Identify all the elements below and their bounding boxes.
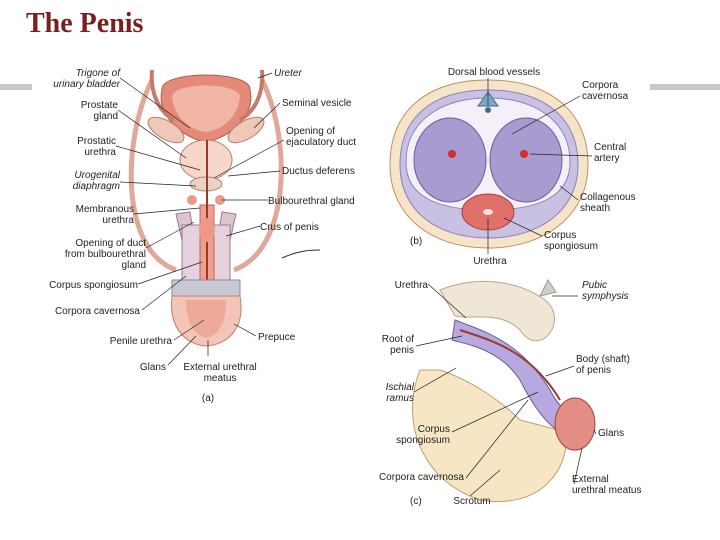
label-prepuce: Prepuce <box>258 332 296 343</box>
panel-a-illustration <box>128 69 284 347</box>
label-ureter: Ureter <box>274 68 302 79</box>
label-glans: Glans <box>598 428 624 439</box>
label-letter: (c) <box>410 496 422 507</box>
label-bulbourethral: Bulbourethral gland <box>268 196 355 207</box>
panel-c-illustration <box>412 279 596 502</box>
slide-title: The Penis <box>26 8 144 39</box>
panel-a-leader-lines <box>115 72 285 366</box>
label-corpora-cavernosa: Corpora cavernosa <box>55 306 140 317</box>
label-urethra: Urethra <box>395 280 429 291</box>
panel-a-pointer-arrow <box>281 249 321 259</box>
left-rule <box>0 84 32 90</box>
label-scrotum: Scrotum <box>453 496 490 507</box>
label-letter: (a) <box>202 393 214 404</box>
panel-b-leader-lines <box>487 78 593 254</box>
label-corpus-spongiosum: Corpus spongiosum <box>49 280 138 291</box>
label-ductus: Ductus deferens <box>282 166 355 177</box>
panel-c-leader-lines <box>413 283 597 497</box>
label-dorsal: Dorsal blood vessels <box>448 67 540 78</box>
label-letter: (b) <box>410 236 422 247</box>
panel-b-illustration <box>389 79 589 249</box>
label-penile-urethra: Penile urethra <box>110 336 173 347</box>
label-cavernosa: Corpora cavernosa <box>379 472 464 483</box>
label-urethra: Urethra <box>473 256 507 267</box>
label-glans: Glans <box>140 362 166 373</box>
label-body: Body (shaft)of penis <box>576 354 630 376</box>
label-crus: Crus of penis <box>260 222 319 233</box>
right-rule <box>650 84 720 90</box>
label-seminal: Seminal vesicle <box>282 98 352 109</box>
